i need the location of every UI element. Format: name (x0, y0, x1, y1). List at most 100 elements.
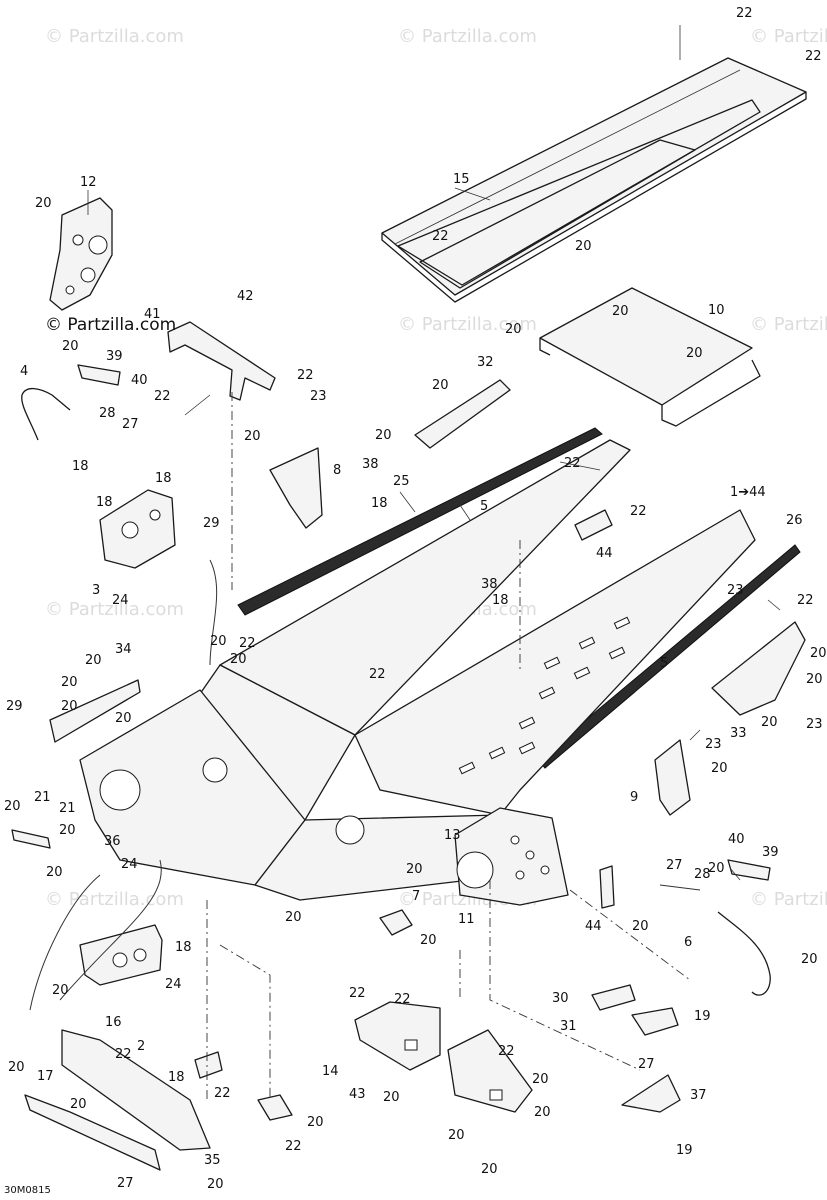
callout-label: 43 (349, 1087, 366, 1102)
bracket-34 (49, 679, 141, 743)
callout-label: 20 (230, 652, 247, 667)
callout-label: 22 (630, 504, 647, 519)
tunnel-cooling-slots (458, 616, 631, 775)
callout-label: 20 (244, 429, 261, 444)
callout-label: 20 (383, 1090, 400, 1105)
callout-label: 22 (214, 1086, 231, 1101)
callout-label: 23 (806, 717, 823, 732)
watermark: © Partzilla.com (750, 26, 827, 47)
callout-label: 23 (310, 389, 327, 404)
callout-label: 19 (676, 1143, 693, 1158)
bracket-44 (599, 865, 615, 909)
bracket-7 (379, 909, 413, 936)
callout-label: 2 (137, 1039, 145, 1054)
watermark: © Partzilla.com (398, 26, 537, 47)
callout-label: 11 (458, 912, 475, 927)
callout-label: 20 (62, 339, 79, 354)
callout-label: 42 (237, 289, 254, 304)
bracket-12 (49, 197, 113, 311)
watermark: © Partzilla.com (750, 889, 827, 910)
callout-label: 20 (207, 1177, 224, 1192)
callout-label: 13 (444, 828, 461, 843)
callout-label: 24 (112, 593, 129, 608)
callout-label: 30 (552, 991, 569, 1006)
bracket-30 (591, 984, 636, 1011)
callout-label: 20 (711, 761, 728, 776)
callout-label: 28 (99, 406, 116, 421)
callout-labels: 22 22 15 22 12 20 20 10 20 20 20 20 42 4… (4, 6, 827, 1192)
callout-label: 5 (660, 656, 668, 671)
callout-label: 21 (34, 790, 51, 805)
callout-label: 38 (481, 577, 498, 592)
callout-label: 20 (85, 653, 102, 668)
callout-label: 16 (105, 1015, 122, 1030)
bracket-16 (354, 1001, 441, 1071)
callout-label: 3 (92, 583, 100, 598)
callout-label: 22 (115, 1047, 132, 1062)
callout-label: 20 (61, 675, 78, 690)
callout-label: 44 (585, 919, 602, 934)
main-tunnel (79, 439, 756, 901)
callout-label: 22 (797, 593, 814, 608)
assembly-lines (29, 392, 701, 1100)
bracket-14 (194, 1051, 223, 1079)
callout-label: 20 (307, 1115, 324, 1130)
callout-label: 20 (761, 715, 778, 730)
bracket-41 (167, 321, 276, 401)
callout-label: 7 (412, 889, 420, 904)
callout-label: 20 (4, 799, 21, 814)
callout-label: 20 (52, 983, 69, 998)
tunnel-top-plate (381, 57, 807, 303)
callout-label: 23 (705, 737, 722, 752)
callout-label: 15 (453, 172, 470, 187)
callout-label: 20 (375, 428, 392, 443)
leader-lines (87, 25, 781, 881)
callout-label: 26 (786, 513, 803, 528)
callout-label: 24 (121, 857, 138, 872)
callout-label: 35 (204, 1153, 221, 1168)
callout-label: 25 (393, 474, 410, 489)
bracket-43 (621, 1074, 681, 1113)
bracket-11 (79, 924, 163, 986)
callout-label: 29 (203, 516, 220, 531)
part-drawings (11, 25, 807, 1171)
callout-label: 20 (61, 699, 78, 714)
callout-label: 31 (560, 1019, 577, 1034)
callout-label: 20 (801, 952, 818, 967)
callout-label: 1➔44 (730, 485, 766, 500)
callout-label: 20 (448, 1128, 465, 1143)
callout-label: 23 (727, 583, 744, 598)
callout-label: 38 (362, 457, 379, 472)
callout-label: 22 (154, 389, 171, 404)
callout-label: 22 (297, 368, 314, 383)
callout-label: 41 (144, 307, 161, 322)
callout-label: 39 (106, 349, 123, 364)
callout-label: 36 (104, 834, 121, 849)
rail-25 (237, 427, 603, 616)
callout-label: 18 (155, 471, 172, 486)
callout-label: 22 (369, 667, 386, 682)
callout-label: 20 (806, 672, 823, 687)
callout-label: 22 (285, 1139, 302, 1154)
bracket-3 (99, 489, 176, 569)
callout-label: 20 (532, 1072, 549, 1087)
brand-logo: © Partzilla.com (45, 315, 176, 335)
callout-label: 20 (420, 933, 437, 948)
callout-label: 18 (96, 495, 113, 510)
callout-label: 20 (70, 1097, 87, 1112)
watermark: © Partzilla.com (45, 26, 184, 47)
bracket-32 (414, 379, 511, 449)
callout-label: 22 (498, 1044, 515, 1059)
rear-plate (539, 287, 761, 427)
hook-6 (717, 911, 771, 996)
callout-label: 44 (596, 546, 613, 561)
callout-label: 20 (46, 865, 63, 880)
callout-label: 12 (80, 175, 97, 190)
callout-label: 17 (37, 1069, 54, 1084)
callout-label: 20 (686, 346, 703, 361)
callout-label: 27 (122, 417, 139, 432)
callout-label: 9 (630, 790, 638, 805)
callout-label: 22 (394, 992, 411, 1007)
callout-label: 29 (6, 699, 23, 714)
callout-label: 8 (333, 463, 341, 478)
